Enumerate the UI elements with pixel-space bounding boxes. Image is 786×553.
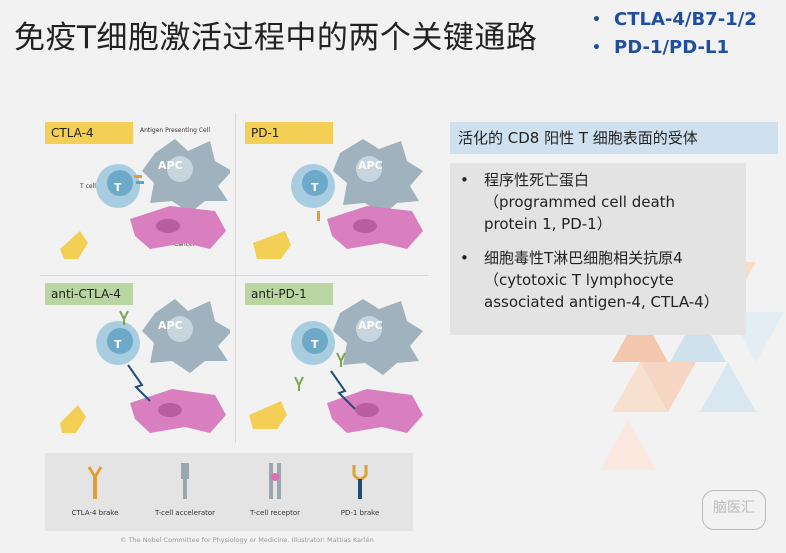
panel-label-anti-ctla4: anti-CTLA-4 (45, 283, 133, 305)
receptor-list: • 程序性死亡蛋白 （programmed cell death protein… (450, 163, 746, 335)
brake-pedal-shape (249, 401, 287, 429)
lightning-attack-icon (330, 370, 356, 410)
t-label: T (311, 338, 319, 351)
panel-label-pd1: PD-1 (245, 122, 333, 144)
t-label: T (114, 181, 122, 194)
slide-title: 免疫T细胞激活过程中的两个关键通路 (14, 20, 538, 56)
title-bullet-text: CTLA-4/B7-1/2 (614, 9, 757, 30)
tcr-receptor (136, 181, 144, 184)
tcell-receptor-icon (269, 463, 281, 499)
apc-label: APC (158, 319, 183, 332)
receptor-name-cn: 细胞毒性T淋巴细胞相关抗原4 (484, 249, 683, 267)
panel-anti-ctla4-illustration (60, 299, 230, 433)
receptor-item-ctla4: • 细胞毒性T淋巴细胞相关抗原4 （cytotoxic T lymphocyte… (460, 247, 736, 313)
tcell-accelerator-icon (181, 463, 189, 499)
panel-pd1-illustration (253, 139, 423, 259)
receptor-heading: 活化的 CD8 阳性 T 细胞表面的受体 (450, 122, 778, 154)
figure-credit: © The Nobel Committee for Physiology or … (120, 536, 374, 544)
lightning-attack-icon (127, 364, 151, 402)
receptor-name-en-cont: associated antigen-4, CTLA-4） (484, 293, 719, 311)
receptor-name-en: （cytotoxic T lymphocyte (484, 271, 674, 289)
apc-nucleus (356, 316, 382, 342)
immune-checkpoint-figure: CTLA-4 PD-1 anti-CTLA-4 anti-PD-1 Antige… (40, 113, 428, 536)
t-cell-nucleus (302, 328, 328, 354)
ctla4-brake-icon (87, 466, 103, 499)
legend-item-tcell-accelerator: T-cell accelerator (145, 461, 225, 517)
antibody-icon (294, 376, 304, 391)
apc-label: APC (158, 159, 183, 172)
figure-legend: CTLA-4 brake T-cell accelerator T-cell r… (45, 453, 413, 531)
bullet-dot: • (592, 40, 601, 56)
pd1-receptor (317, 211, 320, 221)
bullet-dot: • (460, 171, 469, 189)
panel-label-ctla4: CTLA-4 (45, 122, 133, 144)
brake-pedal-shape (253, 231, 291, 259)
title-bullet-item: • CTLA-4/B7-1/2 (592, 6, 782, 34)
receptor-name-cn: 程序性死亡蛋白 (484, 171, 590, 189)
apc-nucleus (167, 156, 193, 182)
cancer-nucleus (355, 403, 379, 417)
panel-label-anti-pd1: anti-PD-1 (245, 283, 333, 305)
t-label: T (311, 181, 319, 194)
legend-item-ctla4-brake: CTLA-4 brake (55, 461, 135, 517)
t-cell-nucleus (107, 328, 133, 354)
title-bullet-list: • CTLA-4/B7-1/2 • PD-1/PD-L1 (592, 6, 782, 62)
watermark-logo: 脑医汇 (702, 490, 766, 530)
label-t-cell: T cell (80, 183, 96, 190)
apc-label: APC (358, 319, 383, 332)
decor-triangle-8 (600, 420, 656, 470)
legend-item-pd1-brake: PD-1 brake (320, 461, 400, 517)
figure-divider-horizontal (40, 275, 428, 276)
antibody-icon (119, 310, 129, 325)
cancer-nucleus (158, 403, 182, 417)
cancer-nucleus (353, 219, 377, 233)
decor-triangle-3 (612, 362, 668, 412)
t-label: T (114, 338, 122, 351)
ctla4-receptor (134, 175, 142, 178)
panel-ctla4-illustration (60, 139, 230, 259)
panel-anti-pd1-illustration (249, 299, 423, 433)
t-cell-nucleus (302, 170, 328, 196)
pd1-brake-icon (352, 465, 368, 499)
figure-divider-vertical (235, 113, 236, 443)
receptor-name-en-cont: protein 1, PD-1） (484, 215, 612, 233)
apc-label: APC (358, 159, 383, 172)
label-cancer-cell: Cancer cell (174, 241, 208, 248)
legend-item-tcell-receptor: T-cell receptor (235, 461, 315, 517)
apc-nucleus (356, 156, 382, 182)
antibody-icon (336, 352, 346, 367)
apc-nucleus (167, 316, 193, 342)
label-antigen-presenting-cell: Antigen Presenting Cell (140, 127, 211, 134)
receptor-item-pd1: • 程序性死亡蛋白 （programmed cell death protein… (460, 169, 736, 235)
bullet-dot: • (592, 12, 601, 28)
title-bullet-text: PD-1/PD-L1 (614, 37, 729, 58)
receptor-name-en: （programmed cell death (484, 193, 676, 211)
decor-triangle-5 (700, 362, 756, 412)
cancer-nucleus (156, 219, 180, 233)
t-cell-nucleus (107, 170, 133, 196)
bullet-dot: • (460, 249, 469, 267)
title-bullet-item: • PD-1/PD-L1 (592, 34, 782, 62)
brake-pedal-shape (60, 231, 88, 259)
brake-pedal-shape (60, 405, 86, 433)
